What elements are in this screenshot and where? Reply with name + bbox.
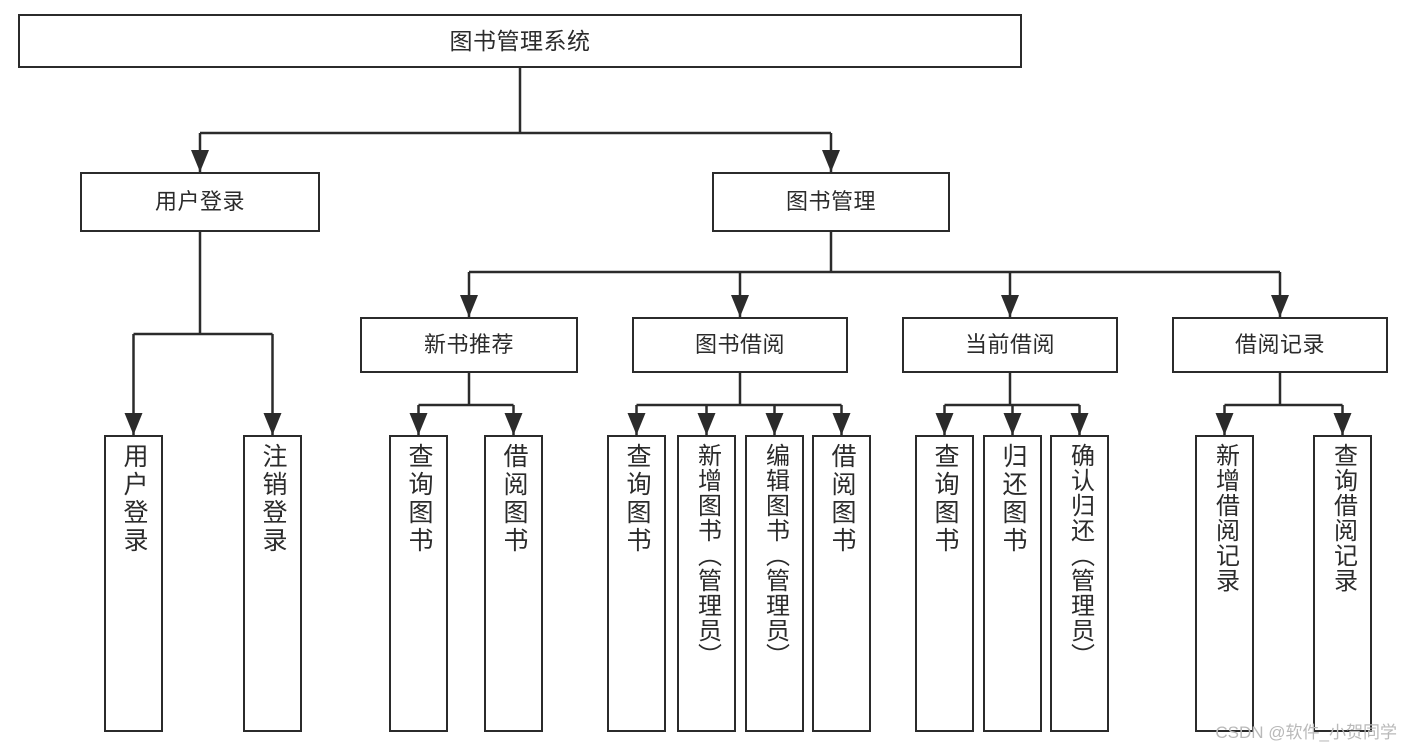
node-leaf-br-query[interactable]: 查询借阅记录 bbox=[1313, 435, 1372, 732]
node-label: 图书管理 bbox=[785, 189, 876, 215]
arrowhead-icon bbox=[191, 150, 209, 172]
node-newbook[interactable]: 新书推荐 bbox=[360, 317, 578, 373]
node-label: 借阅图书 bbox=[500, 443, 528, 555]
node-leaf-cb-query[interactable]: 查询图书 bbox=[915, 435, 974, 732]
node-label: 新增借阅记录 bbox=[1211, 443, 1239, 593]
arrowhead-icon bbox=[627, 413, 646, 435]
arrowhead-icon bbox=[822, 150, 840, 172]
node-label: 当前借阅 bbox=[964, 332, 1055, 358]
node-leaf-bb-query[interactable]: 查询图书 bbox=[607, 435, 666, 732]
node-leaf-cb-confirm[interactable]: 确认归还（管理员） bbox=[1050, 435, 1109, 732]
node-label: 借阅图书 bbox=[828, 443, 856, 555]
node-label: 查询图书 bbox=[623, 443, 651, 555]
node-label: 归还图书 bbox=[999, 443, 1027, 555]
node-leaf-user-login[interactable]: 用户登录 bbox=[104, 435, 163, 732]
arrowhead-icon bbox=[1215, 413, 1234, 435]
node-bookmgmt[interactable]: 图书管理 bbox=[712, 172, 950, 232]
watermark: CSDN @软件_小贺同学 bbox=[1215, 723, 1397, 742]
node-root[interactable]: 图书管理系统 bbox=[18, 14, 1022, 68]
node-label: 新增图书（管理员） bbox=[693, 443, 721, 668]
arrowhead-icon bbox=[1001, 295, 1019, 317]
node-currentborrow[interactable]: 当前借阅 bbox=[902, 317, 1118, 373]
node-label: 查询图书 bbox=[931, 443, 959, 555]
arrowhead-icon bbox=[1333, 413, 1352, 435]
node-label: 确认归还（管理员） bbox=[1066, 443, 1094, 668]
node-leaf-new-borrow[interactable]: 借阅图书 bbox=[484, 435, 543, 732]
arrowhead-icon bbox=[1070, 413, 1089, 435]
node-label: 注销登录 bbox=[259, 443, 287, 555]
arrowhead-icon bbox=[263, 413, 282, 435]
arrowhead-icon bbox=[124, 413, 143, 435]
arrowhead-icon bbox=[460, 295, 478, 317]
arrowhead-icon bbox=[1271, 295, 1289, 317]
node-leaf-bb-edit[interactable]: 编辑图书（管理员） bbox=[745, 435, 804, 732]
node-label: 查询图书 bbox=[405, 443, 433, 555]
node-leaf-user-logout[interactable]: 注销登录 bbox=[243, 435, 302, 732]
node-leaf-new-query[interactable]: 查询图书 bbox=[389, 435, 448, 732]
arrowhead-icon bbox=[697, 413, 716, 435]
arrowhead-icon bbox=[1003, 413, 1022, 435]
node-borrowbook[interactable]: 图书借阅 bbox=[632, 317, 848, 373]
node-label: 查询借阅记录 bbox=[1329, 443, 1357, 593]
arrowhead-icon bbox=[731, 295, 749, 317]
node-label: 图书管理系统 bbox=[449, 27, 591, 54]
arrowhead-icon bbox=[935, 413, 954, 435]
node-label: 用户登录 bbox=[120, 443, 148, 555]
node-label: 编辑图书（管理员） bbox=[761, 443, 789, 668]
node-leaf-cb-return[interactable]: 归还图书 bbox=[983, 435, 1042, 732]
node-leaf-bb-borrow[interactable]: 借阅图书 bbox=[812, 435, 871, 732]
node-label: 用户登录 bbox=[154, 189, 245, 215]
node-leaf-br-add[interactable]: 新增借阅记录 bbox=[1195, 435, 1254, 732]
arrowhead-icon bbox=[832, 413, 851, 435]
arrowhead-icon bbox=[504, 413, 523, 435]
arrowhead-icon bbox=[409, 413, 428, 435]
node-label: 借阅记录 bbox=[1234, 332, 1325, 358]
node-label: 图书借阅 bbox=[694, 332, 785, 358]
node-leaf-bb-add[interactable]: 新增图书（管理员） bbox=[677, 435, 736, 732]
arrowhead-icon bbox=[765, 413, 784, 435]
node-borrowrecord[interactable]: 借阅记录 bbox=[1172, 317, 1388, 373]
node-login[interactable]: 用户登录 bbox=[80, 172, 320, 232]
node-label: 新书推荐 bbox=[423, 332, 514, 358]
